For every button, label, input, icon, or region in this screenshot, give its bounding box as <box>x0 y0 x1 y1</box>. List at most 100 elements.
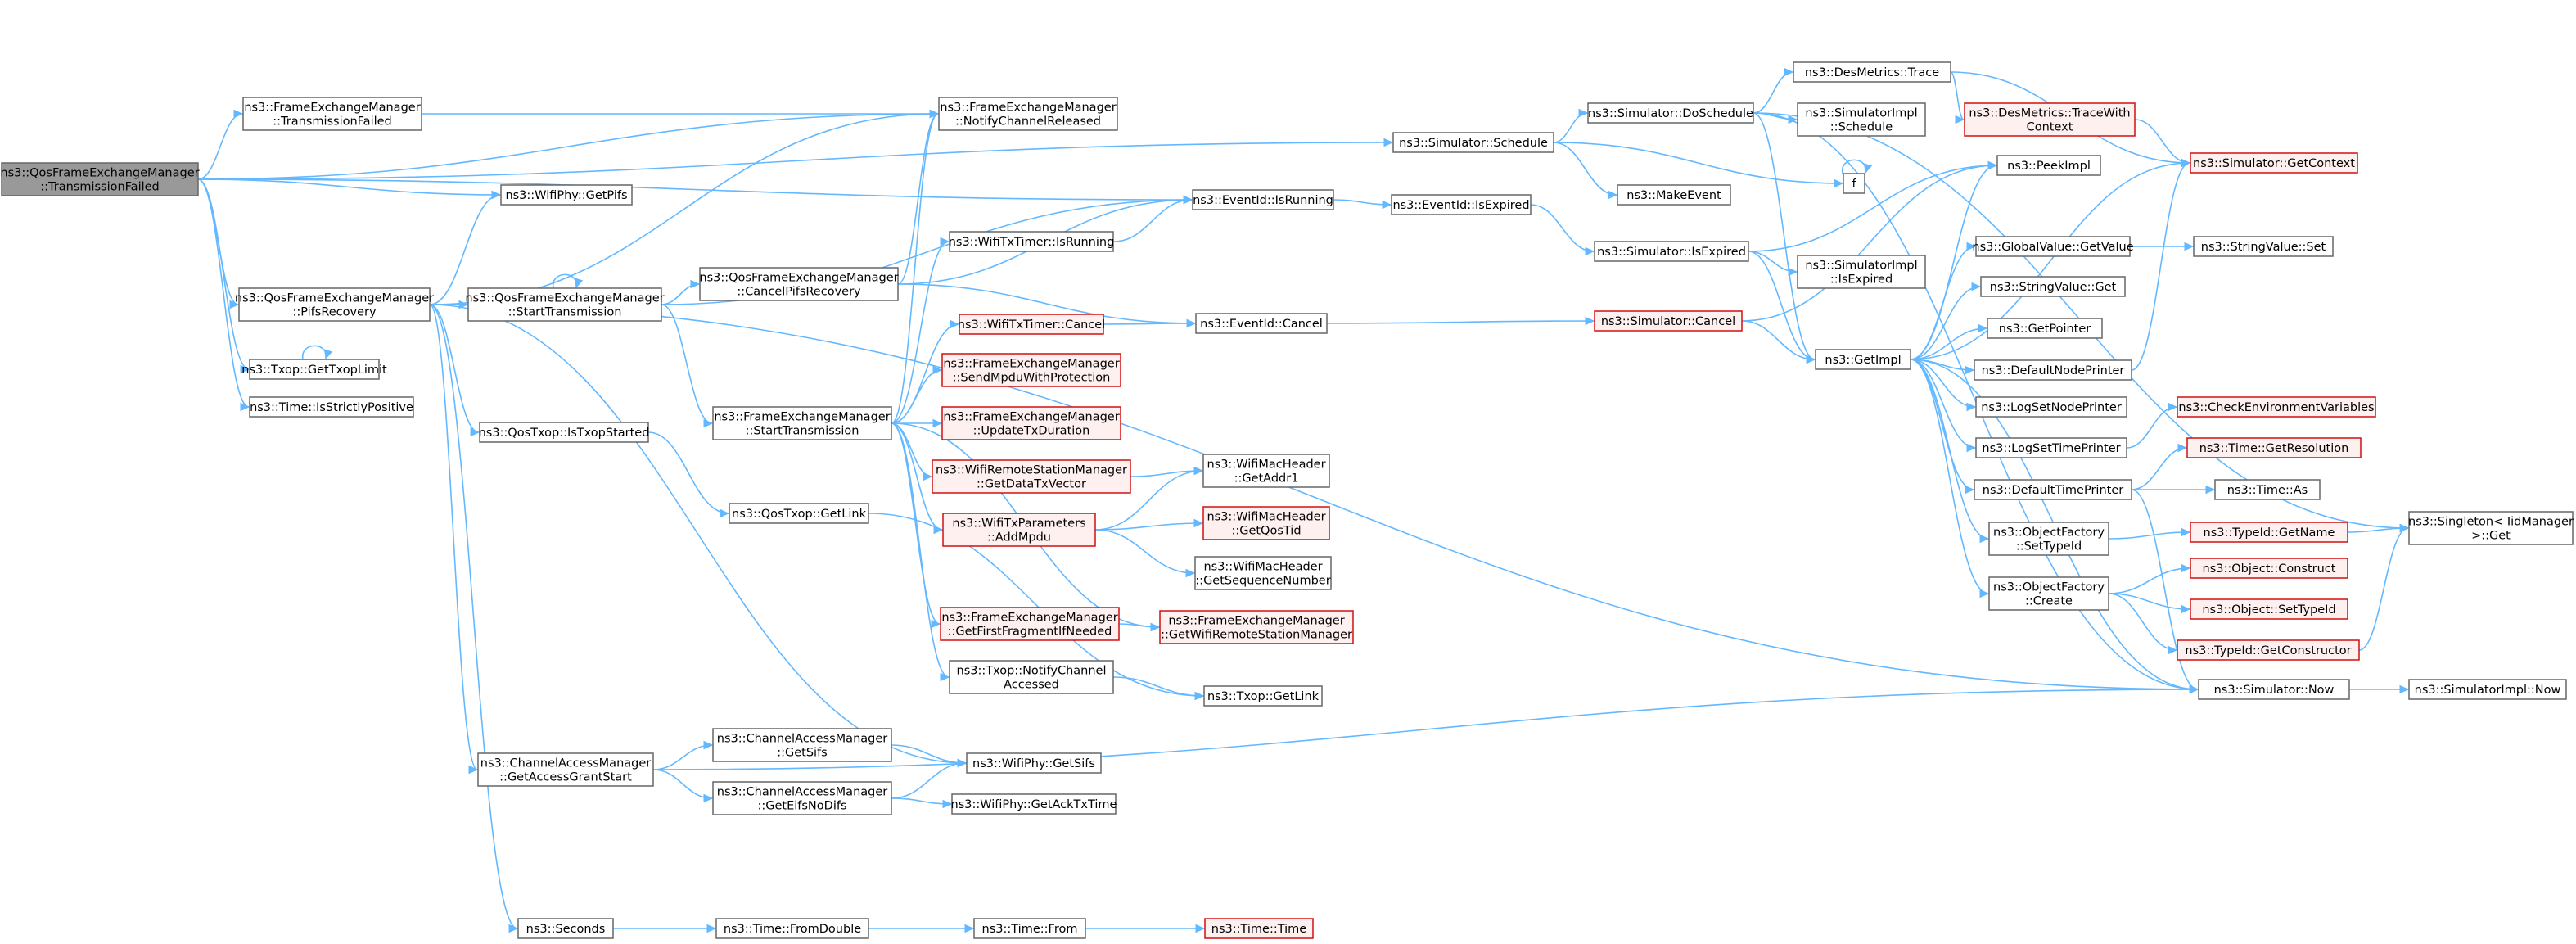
edge-objfactory-create-to-typeid-getconstructor <box>2108 593 2177 651</box>
node-qostxop-istxopstarted[interactable]: ns3::QosTxop::IsTxopStarted <box>479 422 650 443</box>
node-objfactory-create[interactable]: ns3::ObjectFactory::Create <box>1988 576 2109 611</box>
node-sim-now[interactable]: ns3::Simulator::Now <box>2198 679 2350 700</box>
edge-wifitxparams-addmpdu-to-wmh-getqostid <box>1094 522 1203 531</box>
node-wifitxparams-addmpdu[interactable]: ns3::WifiTxParameters::AddMpdu <box>942 513 1096 547</box>
edge-arrowhead <box>468 765 479 775</box>
node-simimpl-schedule[interactable]: ns3::SimulatorImpl::Schedule <box>1797 102 1926 137</box>
node-getpointer[interactable]: ns3::GetPointer <box>1987 318 2103 339</box>
node-time-time[interactable]: ns3::Time::Time <box>1204 918 1314 939</box>
node-simimpl-isexpired[interactable]: ns3::SimulatorImpl::IsExpired <box>1797 255 1926 289</box>
node-globalvalue-getvalue[interactable]: ns3::GlobalValue::GetValue <box>1972 236 2134 257</box>
node-cam-getaccessgrantstart[interactable]: ns3::ChannelAccessManager::GetAccessGran… <box>477 752 654 787</box>
node-qfem-starttx[interactable]: ns3::QosFrameExchangeManager::StartTrans… <box>465 287 665 322</box>
node-fem-txfailed[interactable]: ns3::FrameExchangeManager::TransmissionF… <box>242 97 422 131</box>
edge-sim-doschedule-to-getimpl <box>1753 112 1816 360</box>
node-sim-schedule[interactable]: ns3::Simulator::Schedule <box>1392 132 1554 153</box>
node-object-construct[interactable]: ns3::Object::Construct <box>2190 558 2348 579</box>
node-seconds[interactable]: ns3::Seconds <box>517 918 614 939</box>
node-typeid-getname[interactable]: ns3::TypeId::GetName <box>2190 522 2348 543</box>
node-label: ns3::Simulator::DoSchedule <box>1588 107 1753 120</box>
node-wifiphy-getsifs[interactable]: ns3::WifiPhy::GetSifs <box>966 752 1102 774</box>
node-stringvalue-set[interactable]: ns3::StringValue::Set <box>2193 236 2334 257</box>
node-peekimpl[interactable]: ns3::PeekImpl <box>1996 155 2101 176</box>
node-sim-getcontext[interactable]: ns3::Simulator::GetContext <box>2190 152 2358 174</box>
node-label: ns3::ChannelAccessManager <box>717 786 888 799</box>
node-qfem-pifsrecovery[interactable]: ns3::QosFrameExchangeManager::PifsRecove… <box>235 287 434 322</box>
node-fem-notifychannelreleased[interactable]: ns3::FrameExchangeManager::NotifyChannel… <box>938 97 1118 131</box>
node-box <box>1975 437 2127 458</box>
node-eventid-isexpired[interactable]: ns3::EventId::IsExpired <box>1391 194 1532 215</box>
node-txop-getlink[interactable]: ns3::Txop::GetLink <box>1203 685 1323 707</box>
node-wifiphy-getacktxtime[interactable]: ns3::WifiPhy::GetAckTxTime <box>951 793 1117 815</box>
node-wmh-getqostid[interactable]: ns3::WifiMacHeader::GetQosTid <box>1202 506 1330 540</box>
node-defaultnodeprinter[interactable]: ns3::DefaultNodePrinter <box>1974 359 2132 381</box>
node-label: ::GetSifs <box>777 747 828 760</box>
node-fem-starttx[interactable]: ns3::FrameExchangeManager::StartTransmis… <box>712 406 892 440</box>
node-sim-isexpired[interactable]: ns3::Simulator::IsExpired <box>1594 241 1749 262</box>
node-eventid-cancel[interactable]: ns3::EventId::Cancel <box>1195 313 1328 334</box>
node-defaulttimeprinter[interactable]: ns3::DefaultTimePrinter <box>1974 479 2132 500</box>
edge-sim-doschedule-to-desmetrics-trace <box>1753 71 1793 114</box>
node-root[interactable]: ns3::QosFrameExchangeManager::Transmissi… <box>0 162 200 196</box>
node-wifitxtimer-cancel[interactable]: ns3::WifiTxTimer::Cancel <box>958 314 1105 335</box>
node-time-isstrictlypositive[interactable]: ns3::Time::IsStrictlyPositive <box>249 396 414 418</box>
node-eventid-isrunning[interactable]: ns3::EventId::IsRunning <box>1192 189 1334 210</box>
node-time-as[interactable]: ns3::Time::As <box>2214 479 2321 500</box>
node-time-fromdouble[interactable]: ns3::Time::FromDouble <box>715 918 869 939</box>
node-object-settypeid[interactable]: ns3::Object::SetTypeId <box>2190 598 2348 620</box>
node-wrsm-getdatatxvector[interactable]: ns3::WifiRemoteStationManager::GetDataTx… <box>932 459 1131 494</box>
node-qfem-cancelpifsrecovery[interactable]: ns3::QosFrameExchangeManager::CancelPifs… <box>699 267 899 301</box>
node-label: ns3::DefaultNodePrinter <box>1982 364 2125 377</box>
node-typeid-getconstructor[interactable]: ns3::TypeId::GetConstructor <box>2177 639 2360 661</box>
node-time-getresolution[interactable]: ns3::Time::GetResolution <box>2186 437 2362 458</box>
node-time-from[interactable]: ns3::Time::From <box>973 918 1086 939</box>
node-f[interactable]: f <box>1843 173 1865 194</box>
node-qostxop-getlink[interactable]: ns3::QosTxop::GetLink <box>729 503 869 524</box>
edge-getimpl-to-globalvalue-getvalue <box>1910 246 1976 360</box>
node-label: ::StartTransmission <box>508 306 622 319</box>
node-label: ns3::QosTxop::IsTxopStarted <box>479 427 650 440</box>
node-box <box>1194 556 1332 590</box>
node-wifitxtimer-isrunning[interactable]: ns3::WifiTxTimer::IsRunning <box>949 231 1115 252</box>
node-box <box>712 781 892 815</box>
edge-root-to-wifiphy-getpifs <box>197 178 501 196</box>
node-checkenvvars[interactable]: ns3::CheckEnvironmentVariables <box>2177 396 2376 418</box>
node-fem-sendmpdu[interactable]: ns3::FrameExchangeManager::SendMpduWithP… <box>941 353 1121 387</box>
node-objfactory-settypeid[interactable]: ns3::ObjectFactory::SetTypeId <box>1988 522 2109 556</box>
node-desmetrics-trace[interactable]: ns3::DesMetrics::Trace <box>1793 61 1951 83</box>
edge-fem-starttx-to-wrsm-getdatatxvector <box>891 422 932 477</box>
node-logsetnodeprinter[interactable]: ns3::LogSetNodePrinter <box>1975 396 2127 418</box>
edge-arrowhead <box>690 279 701 289</box>
node-cam-getsifs[interactable]: ns3::ChannelAccessManager::GetSifs <box>712 728 892 762</box>
node-wifiphy-getpifs[interactable]: ns3::WifiPhy::GetPifs <box>500 184 633 206</box>
edge-arrowhead <box>1979 589 1990 598</box>
node-box <box>1159 610 1354 644</box>
node-sim-cancel[interactable]: ns3::Simulator::Cancel <box>1594 310 1743 332</box>
node-label: ::NotifyChannelReleased <box>955 115 1101 129</box>
node-simimpl-now[interactable]: ns3::SimulatorImpl::Now <box>2408 679 2567 700</box>
node-fem-getwrsm[interactable]: ns3::FrameExchangeManager::GetWifiRemote… <box>1159 610 1354 644</box>
node-wmh-getseqnum[interactable]: ns3::WifiMacHeader::GetSequenceNumber <box>1194 556 1332 590</box>
node-stringvalue-get[interactable]: ns3::StringValue::Get <box>1980 276 2126 297</box>
node-label: ns3::Txop::GetTxopLimit <box>241 364 387 377</box>
edge-qfem-pifsrecovery-to-wifiphy-getpifs <box>429 194 501 305</box>
node-getimpl[interactable]: ns3::GetImpl <box>1815 349 1911 370</box>
edge-arrowhead <box>1183 195 1193 205</box>
node-wmh-getaddr1[interactable]: ns3::WifiMacHeader::GetAddr1 <box>1202 454 1330 488</box>
node-sim-doschedule[interactable]: ns3::Simulator::DoSchedule <box>1587 102 1754 124</box>
node-fem-getfirstfragment[interactable]: ns3::FrameExchangeManager::GetFirstFragm… <box>940 607 1120 641</box>
node-txop-gettxoplimit[interactable]: ns3::Txop::GetTxopLimit <box>241 359 387 380</box>
node-box <box>249 359 380 380</box>
node-box <box>1594 310 1743 332</box>
edge-arrowhead <box>1193 466 1204 476</box>
edge-arrowhead <box>240 364 250 374</box>
node-logsettimeprinter[interactable]: ns3::LogSetTimePrinter <box>1975 437 2127 458</box>
node-cam-geteifsnodifs[interactable]: ns3::ChannelAccessManager::GetEifsNoDifs <box>712 781 892 815</box>
node-makeevent[interactable]: ns3::MakeEvent <box>1617 184 1731 206</box>
edge-arrowhead <box>1194 691 1205 701</box>
node-fem-updatetxduration[interactable]: ns3::FrameExchangeManager::UpdateTxDurat… <box>941 406 1121 440</box>
node-label: ::PifsRecovery <box>292 306 377 319</box>
node-singleton-get[interactable]: ns3::Singleton< IidManager >::Get <box>2408 511 2574 545</box>
